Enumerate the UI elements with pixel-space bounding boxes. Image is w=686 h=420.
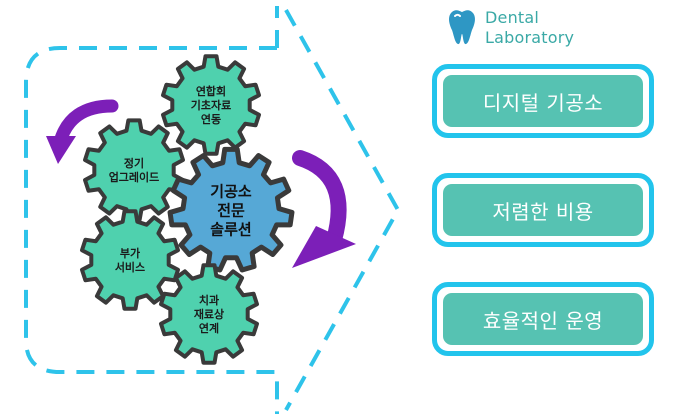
brand-line-1: Dental — [485, 8, 540, 27]
dashed-chevron-frame — [24, 6, 401, 414]
gear-service-shape — [79, 209, 181, 311]
feature-card-digital: 디지털 기공소 — [432, 64, 654, 138]
tooth-icon — [449, 10, 475, 45]
feature-label-digital: 디지털 기공소 — [443, 75, 643, 127]
gear-dental-label-2: 연계 — [199, 321, 219, 335]
gear-dental-label-0: 치과 — [199, 293, 219, 307]
feature-label-efficiency: 효율적인 운영 — [443, 293, 643, 345]
gear-center-label-0: 기공소 — [210, 182, 252, 200]
gear-service-label-0: 부가 — [120, 246, 140, 260]
gear-union-shape — [160, 54, 262, 156]
gear-dental-shape — [158, 263, 260, 365]
gear-center-label-1: 전문 — [217, 201, 245, 219]
gear-service-label-1: 서비스 — [115, 260, 145, 274]
gear-upgrade-shape — [83, 118, 185, 222]
gear-union-label-2: 연동 — [201, 112, 221, 126]
brand-logo: Dental Laboratory — [447, 8, 574, 48]
feature-label-cost: 저렴한 비용 — [443, 184, 643, 236]
gear-union-label-0: 연합회 — [196, 84, 226, 98]
gear-center-label-2: 솔루션 — [210, 220, 251, 238]
gear-dental-label-1: 재료상 — [194, 307, 224, 321]
gear-upgrade-label-1: 업그레이드 — [109, 170, 160, 184]
rotation-arrow-left — [46, 99, 119, 164]
gear-upgrade-label-0: 정기 — [124, 156, 144, 170]
brand-line-2: Laboratory — [485, 28, 575, 47]
feature-card-cost: 저렴한 비용 — [432, 173, 654, 247]
feature-card-efficiency: 효율적인 운영 — [432, 282, 654, 356]
gear-union-label-1: 기초자료 — [191, 98, 231, 112]
rotation-arrow-right — [292, 150, 356, 268]
gear-center-shape — [167, 146, 295, 273]
